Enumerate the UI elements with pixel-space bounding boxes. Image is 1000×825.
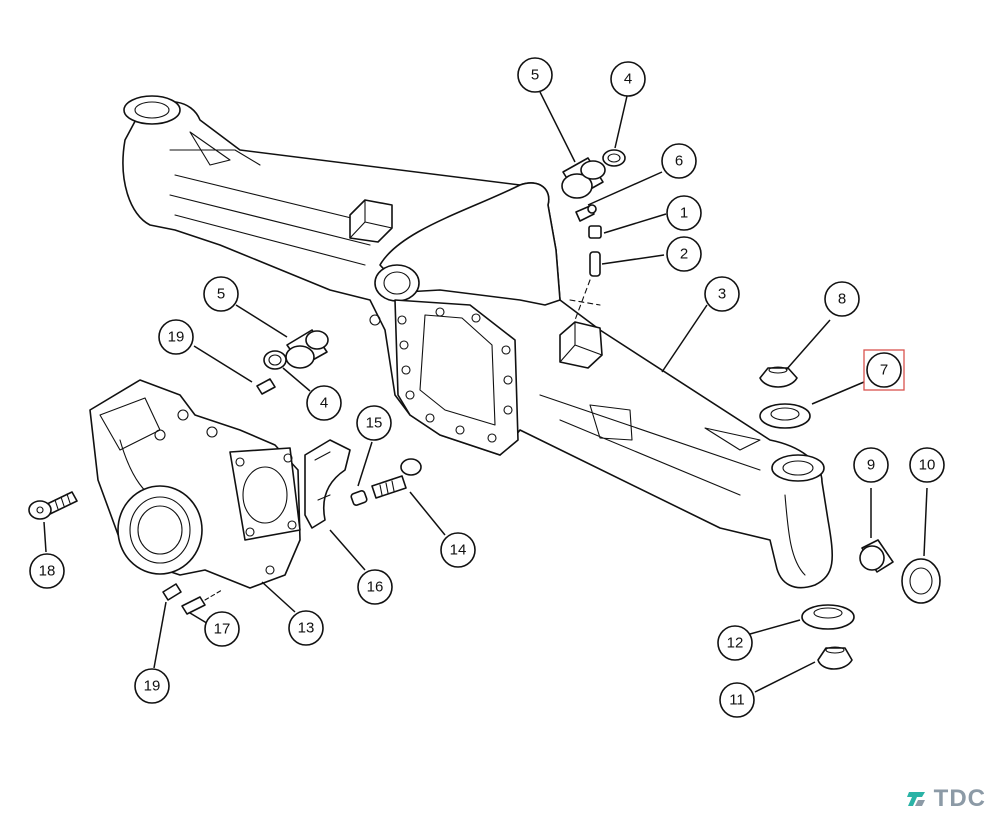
svg-text:4: 4 — [320, 395, 328, 412]
svg-text:9: 9 — [867, 457, 875, 474]
svg-text:12: 12 — [727, 635, 744, 652]
hub-housing — [89, 379, 301, 589]
callout-6: 6 — [661, 143, 697, 179]
svg-text:19: 19 — [144, 678, 161, 695]
svg-text:19: 19 — [168, 329, 185, 346]
callout-19-lower: 19 — [134, 668, 170, 704]
callout-17: 17 — [204, 611, 240, 647]
svg-text:16: 16 — [367, 579, 384, 596]
callout-7: 7 — [863, 349, 905, 391]
svg-text:14: 14 — [450, 542, 467, 559]
callout-7-highlight — [863, 349, 905, 391]
svg-text:17: 17 — [214, 621, 231, 638]
svg-text:6: 6 — [675, 153, 683, 170]
svg-text:5: 5 — [217, 286, 225, 303]
svg-text:4: 4 — [624, 71, 632, 88]
svg-text:3: 3 — [718, 286, 726, 303]
callout-10: 10 — [909, 447, 945, 483]
callout-4-lower: 4 — [306, 385, 342, 421]
svg-text:11: 11 — [729, 692, 745, 709]
callout-5-upper: 5 — [517, 57, 553, 93]
callout-4-upper: 4 — [610, 61, 646, 97]
svg-text:10: 10 — [919, 457, 936, 474]
callout-18: 18 — [29, 553, 65, 589]
callout-11: 11 — [719, 682, 755, 718]
callout-19-upper: 19 — [158, 319, 194, 355]
svg-text:15: 15 — [366, 415, 383, 432]
callout-8: 8 — [824, 281, 860, 317]
callout-15: 15 — [356, 405, 392, 441]
tdc-logo-icon — [906, 792, 925, 806]
svg-text:18: 18 — [39, 563, 56, 580]
svg-text:1: 1 — [680, 205, 688, 222]
callout-16: 16 — [357, 569, 393, 605]
svg-text:7: 7 — [880, 362, 888, 379]
svg-text:8: 8 — [838, 291, 846, 308]
tdc-logo-text: TDC — [933, 785, 986, 812]
tdc-logo: TDC — [906, 785, 986, 813]
leader-lines — [43, 91, 928, 693]
callout-14: 14 — [440, 532, 476, 568]
svg-text:13: 13 — [298, 620, 315, 637]
axle-beam — [122, 95, 833, 589]
callout-2: 2 — [666, 236, 702, 272]
callout-9: 9 — [853, 447, 889, 483]
callout-1: 1 — [666, 195, 702, 231]
callout-13: 13 — [288, 610, 324, 646]
loose-parts — [28, 149, 941, 670]
callout-5-lower: 5 — [203, 276, 239, 312]
callout-3: 3 — [704, 276, 740, 312]
svg-text:5: 5 — [531, 67, 539, 84]
callout-12: 12 — [717, 625, 753, 661]
svg-text:2: 2 — [680, 246, 688, 263]
